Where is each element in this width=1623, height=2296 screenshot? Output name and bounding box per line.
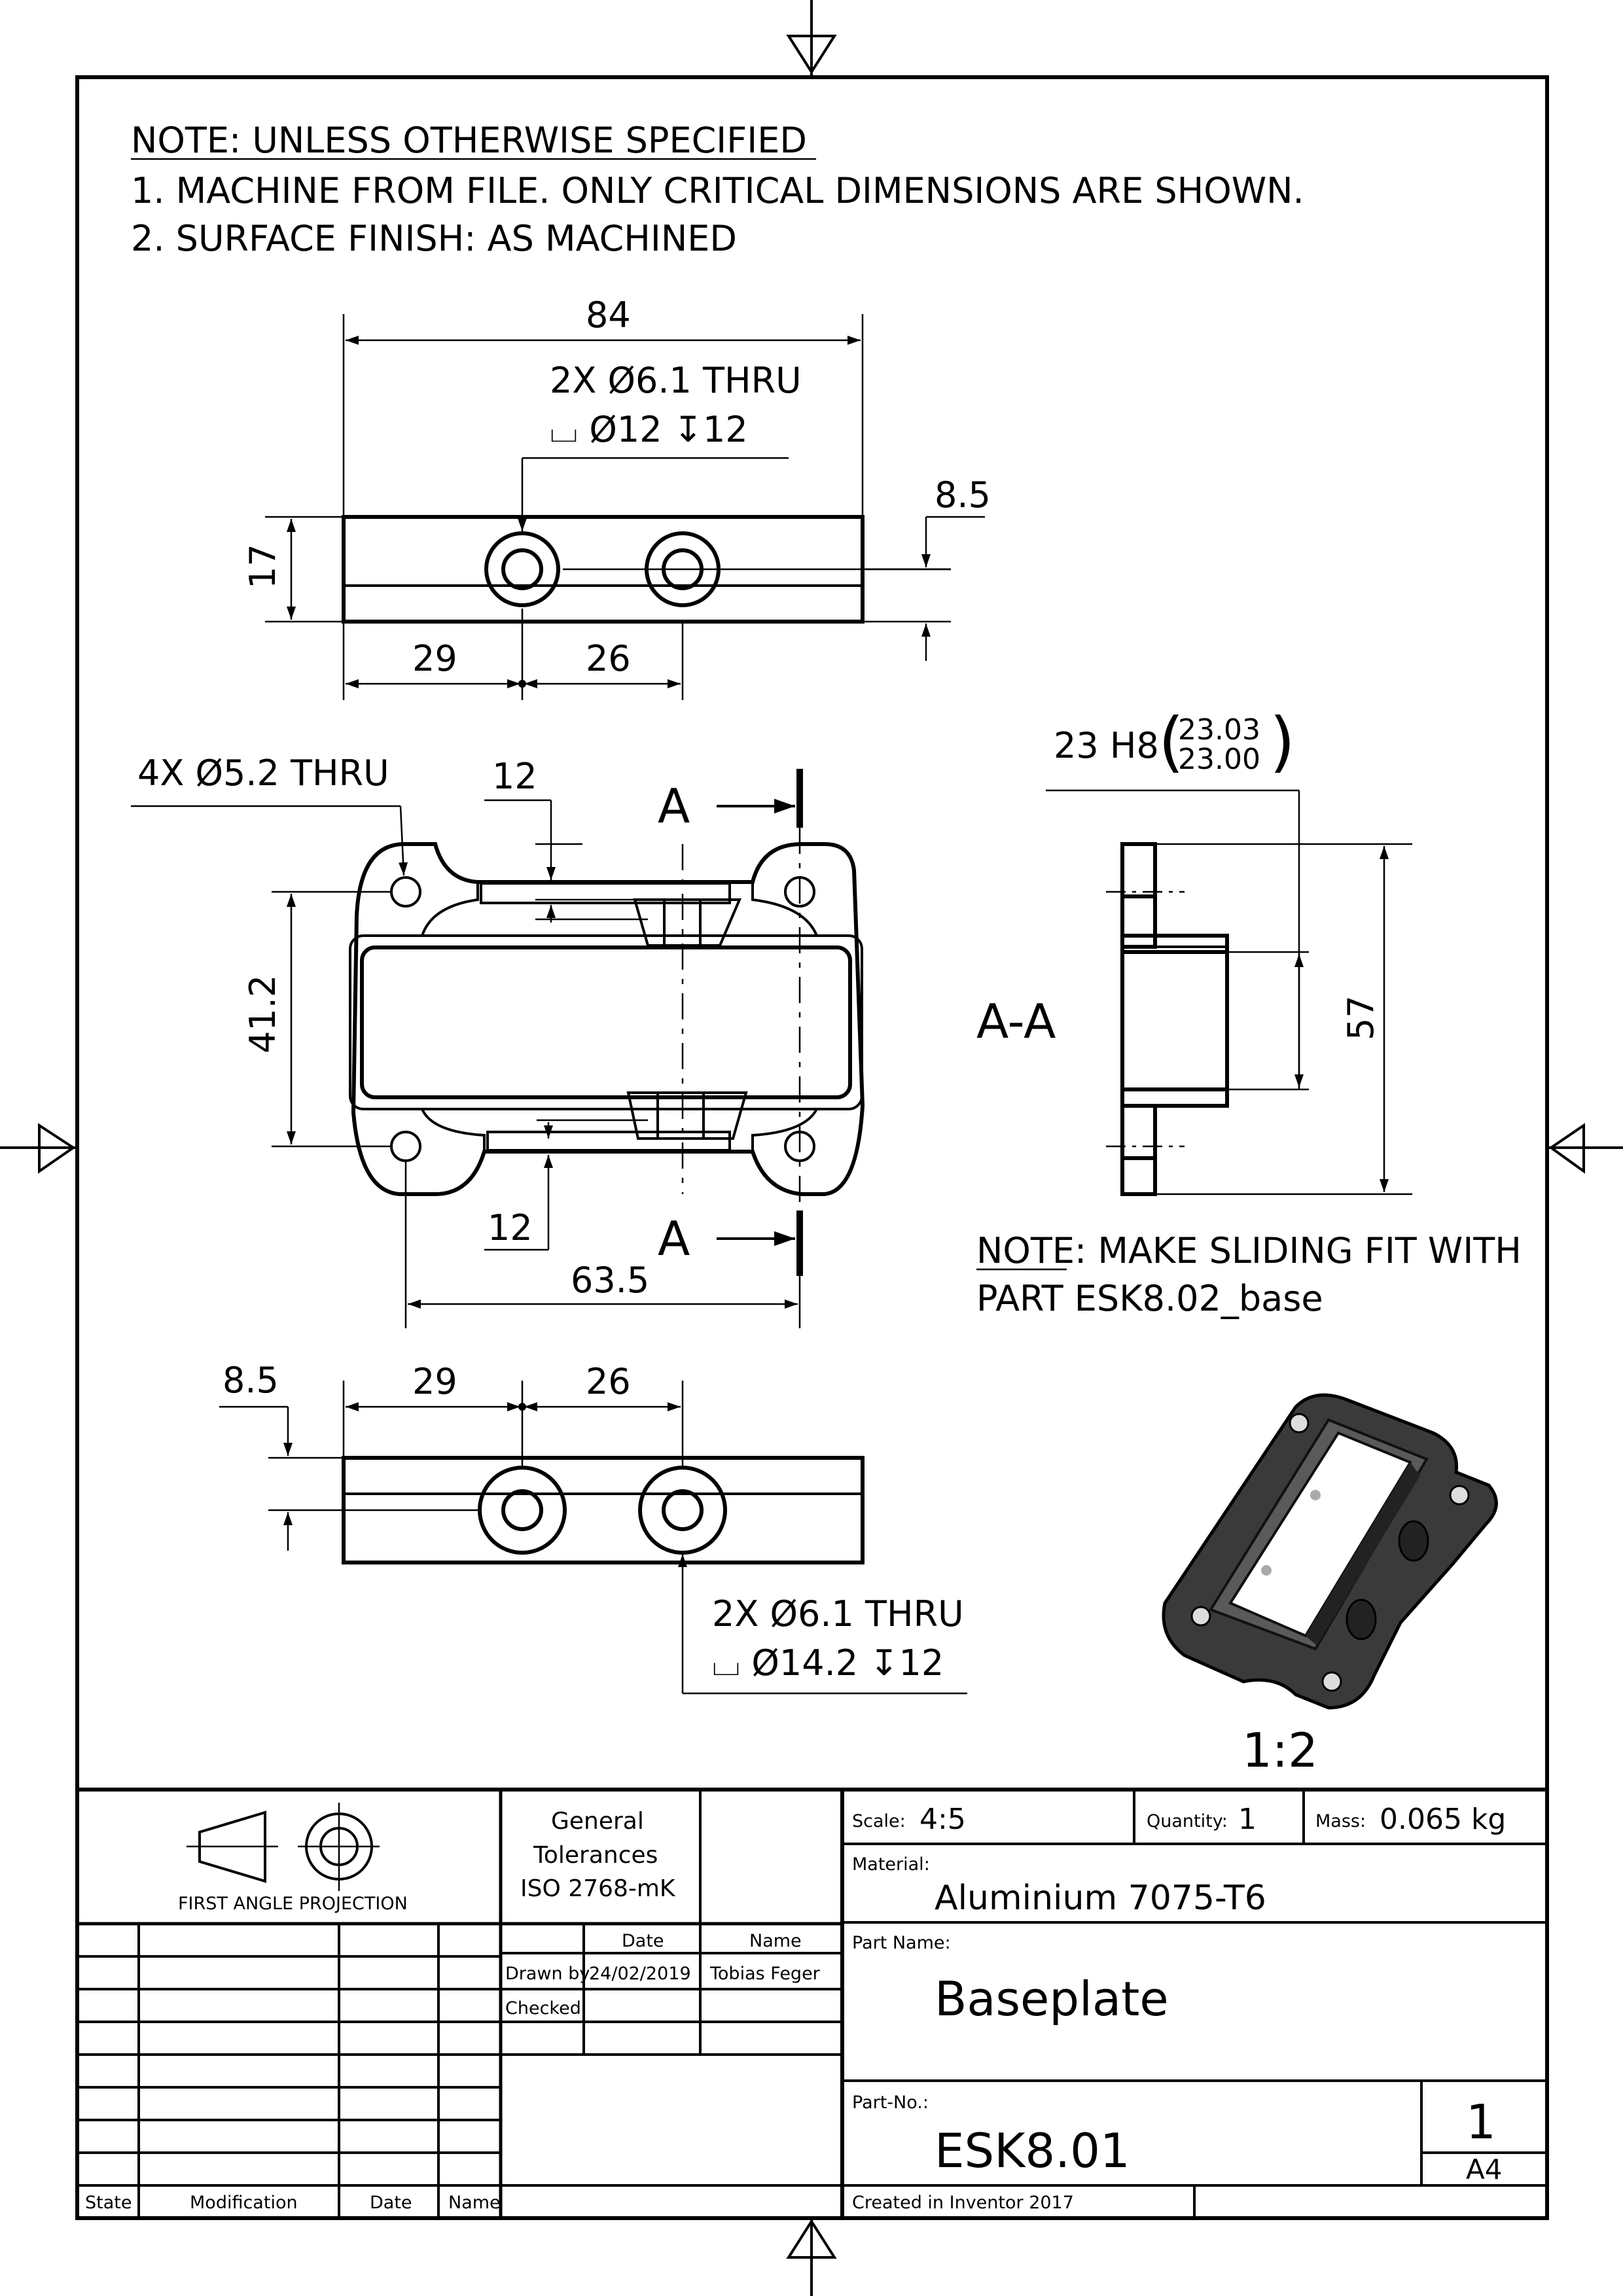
part-no-label: Part-No.: [852,2093,929,2113]
dim-height-57: 57 [1340,995,1382,1040]
fit-upper: 23.03 [1178,713,1260,747]
general-notes: NOTE: UNLESS OTHERWISE SPECIFIED 1. MACH… [131,120,1304,259]
dim-height-17: 17 [242,544,283,589]
sheet-size: A4 [1466,2153,1502,2185]
checked-label: Checked [505,1998,581,2019]
rev-state-header: State [85,2193,132,2213]
part-name-value: Baseplate [935,1971,1169,2026]
iso-scale: 1:2 [1242,1723,1318,1778]
dim-29-top: 29 [412,638,457,679]
title-block: FIRST ANGLE PROJECTION General Tolerance… [77,1788,1547,2218]
notes-line-2: 2. SURFACE FINISH: AS MACHINED [131,218,737,259]
dim-slot-12-top: 12 [492,756,537,797]
name-header: Name [749,1931,802,1951]
projection-label: FIRST ANGLE PROJECTION [178,1894,408,1914]
notes-line-1: 1. MACHINE FROM FILE. ONLY CRITICAL DIME… [131,170,1304,211]
tolerances-line-3: ISO 2768-mK [520,1875,676,1902]
top-view: 84 2X Ø6.1 THRU ⌴ Ø12 ↧12 17 8.5 29 26 [242,294,991,700]
dim-height-41-2: 41.2 [242,975,283,1053]
dim-width-63-5: 63.5 [571,1260,649,1301]
dim-offset-8-5-top: 8.5 [935,474,991,516]
fit-note-line-1: NOTE: MAKE SLIDING FIT WITH [976,1230,1522,1271]
bottom-view: 8.5 29 26 2X Ø6.1 THRU ⌴ Ø14.2 ↧12 [219,1360,967,1695]
quantity-value: 1 [1238,1803,1257,1836]
dim-26-top: 26 [586,638,631,679]
dim-width-84: 84 [586,294,631,336]
quantity-label: Quantity: [1147,1811,1228,1831]
fit-lower: 23.00 [1178,743,1260,776]
part-no-value: ESK8.01 [935,2123,1130,2178]
tolerances-line-2: Tolerances [533,1842,658,1869]
fit-note: NOTE: MAKE SLIDING FIT WITH PART ESK8.02… [976,1230,1522,1319]
fit-note-line-2: PART ESK8.02_base [976,1278,1323,1319]
hole-callout-bottom-1: 2X Ø6.1 THRU [712,1593,964,1634]
date-header: Date [622,1931,664,1951]
fit-bracket-left: ( [1158,703,1184,780]
section-view-a-a: A-A 23 H8 ( 23.03 23.00 ) 57 [976,703,1412,1196]
drawn-date: 24/02/2019 [589,1964,691,1984]
hole-callout-top-1: 2X Ø6.1 THRU [550,360,802,401]
section-marker-top: A [658,779,690,834]
isometric-view: 1:2 [1162,1393,1498,1778]
scale-value: 4:5 [919,1803,966,1836]
sheet-number: 1 [1466,2094,1496,2149]
drawn-by-label: Drawn by [505,1964,590,1984]
hole-callout-top-2: ⌴ Ø12 ↧12 [550,409,748,450]
fit-label: 23 H8 [1054,725,1159,766]
mass-value: 0.065 kg [1380,1803,1506,1836]
part-name-label: Part Name: [852,1933,951,1953]
material-value: Aluminium 7075-T6 [935,1879,1266,1918]
mass-label: Mass: [1315,1811,1366,1831]
material-label: Material: [852,1854,930,1875]
first-angle-projection-icon [187,1803,380,1891]
dim-29-bottom: 29 [412,1361,457,1402]
dim-slot-12-bottom: 12 [488,1207,533,1248]
front-view: A A 4X Ø5.2 THRU 12 12 41.2 63.5 [131,752,865,1328]
created-in: Created in Inventor 2017 [852,2193,1074,2213]
dim-26-bottom: 26 [586,1361,631,1402]
rev-name-header: Name [448,2193,501,2213]
fit-bracket-right: ) [1270,703,1295,780]
holes-callout-front: 4X Ø5.2 THRU [137,752,389,794]
scale-label: Scale: [852,1811,906,1831]
dim-offset-8-5-bottom: 8.5 [223,1360,279,1401]
tolerances-line-1: General [551,1808,644,1835]
section-marker-bottom: A [658,1211,690,1266]
section-label: A-A [976,994,1056,1049]
rev-modification-header: Modification [190,2193,298,2213]
drawn-name: Tobias Feger [709,1964,821,1984]
notes-header: NOTE: UNLESS OTHERWISE SPECIFIED [131,120,807,161]
hole-callout-bottom-2: ⌴ Ø14.2 ↧12 [712,1642,944,1684]
rev-date-header: Date [370,2193,412,2213]
